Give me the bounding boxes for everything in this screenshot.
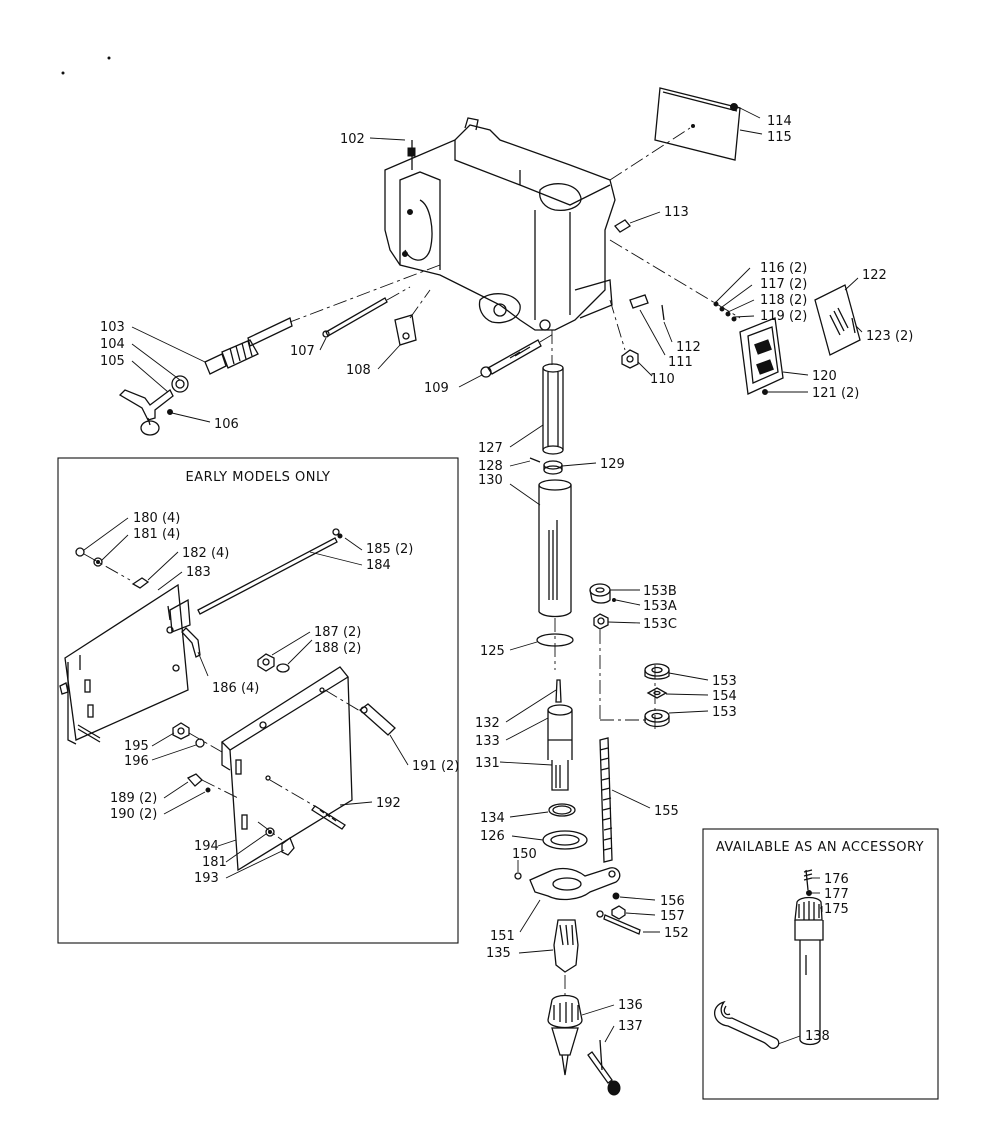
- callout-105: 105: [100, 354, 125, 369]
- callout-185: 185 (2): [366, 542, 413, 557]
- callout-154: 154: [712, 689, 737, 704]
- quill-assembly: 127 128 129 130 125 132 133 131 13: [475, 330, 625, 850]
- callout-177: 177: [824, 887, 849, 902]
- callout-182: 182 (4): [182, 546, 229, 561]
- stray-mark: [61, 71, 65, 75]
- callout-153c: 153C: [643, 617, 677, 632]
- callout-151: 151: [490, 929, 515, 944]
- switch-assembly: 116 (2) 117 (2) 118 (2) 119 (2) 120 121 …: [609, 239, 913, 401]
- early-models-title: EARLY MODELS ONLY: [186, 470, 331, 485]
- stray-mark: [107, 56, 111, 60]
- depth-stop-assembly: 153B 153A 153C 153 154 153 155: [589, 583, 737, 863]
- callout-156: 156: [660, 894, 685, 909]
- part-115-plate: 114 115: [609, 87, 792, 181]
- callout-106: 106: [214, 417, 239, 432]
- callout-137: 137: [618, 1019, 643, 1034]
- callout-191: 191 (2): [412, 759, 459, 774]
- callout-108: 108: [346, 363, 371, 378]
- callout-132: 132: [475, 716, 500, 731]
- callout-117: 117 (2): [760, 277, 807, 292]
- callout-176: 176: [824, 872, 849, 887]
- depth-collar-assembly: 150 152 156 157 151: [490, 847, 689, 944]
- callout-125: 125: [480, 644, 505, 659]
- callout-135: 135: [486, 946, 511, 961]
- callout-189: 189 (2): [110, 791, 157, 806]
- callout-122: 122: [862, 268, 887, 283]
- callout-115: 115: [767, 130, 792, 145]
- callout-111: 111: [668, 355, 693, 370]
- callout-186: 186 (4): [212, 681, 259, 696]
- callout-195: 195: [124, 739, 149, 754]
- callout-152: 152: [664, 926, 689, 941]
- callout-102: 102: [340, 132, 365, 147]
- callout-118: 118 (2): [760, 293, 807, 308]
- callout-187: 187 (2): [314, 625, 361, 640]
- callout-157: 157: [660, 909, 685, 924]
- callout-131: 131: [475, 756, 500, 771]
- callout-155: 155: [654, 804, 679, 819]
- callout-134: 134: [480, 811, 505, 826]
- callout-193: 193: [194, 871, 219, 886]
- callout-127: 127: [478, 441, 503, 456]
- callout-128: 128: [478, 459, 503, 474]
- callout-136: 136: [618, 998, 643, 1013]
- callout-129: 129: [600, 457, 625, 472]
- callout-194: 194: [194, 839, 219, 854]
- callout-150: 150: [512, 847, 537, 862]
- callout-196: 196: [124, 754, 149, 769]
- callout-188: 188 (2): [314, 641, 361, 656]
- callout-112: 112: [676, 340, 701, 355]
- callout-114: 114: [767, 114, 792, 129]
- callout-181a: 181 (4): [133, 527, 180, 542]
- callout-183: 183: [186, 565, 211, 580]
- callout-153-top: 153: [712, 674, 737, 689]
- callout-192: 192: [376, 796, 401, 811]
- callout-130: 130: [478, 473, 503, 488]
- callout-119: 119 (2): [760, 309, 807, 324]
- accessory-inset: AVAILABLE AS AN ACCESSORY 176 177 175 13…: [702, 828, 939, 1100]
- callout-104: 104: [100, 337, 125, 352]
- early-models-inset: EARLY MODELS ONLY 180 (4) 181 (4) 182 (4…: [57, 457, 459, 944]
- callout-113: 113: [664, 205, 689, 220]
- callout-109: 109: [424, 381, 449, 396]
- callout-107: 107: [290, 344, 315, 359]
- callout-121: 121 (2): [812, 386, 859, 401]
- parts-107-108-109: 107 108 109: [290, 286, 556, 396]
- feed-shaft-assembly: 103 104 105 106: [100, 264, 441, 436]
- callout-190: 190 (2): [110, 807, 157, 822]
- callout-180: 180 (4): [133, 511, 180, 526]
- callout-133: 133: [475, 734, 500, 749]
- head-casting: [384, 117, 616, 331]
- callout-153-bot: 153: [712, 705, 737, 720]
- callout-153b: 153B: [643, 584, 677, 599]
- callout-110: 110: [650, 372, 675, 387]
- parts-110-111-112: 110 111 112: [609, 294, 701, 387]
- callout-120: 120: [812, 369, 837, 384]
- callout-103: 103: [100, 320, 125, 335]
- part-102-screw: 102: [340, 132, 416, 170]
- callout-153a: 153A: [643, 599, 677, 614]
- callout-138: 138: [805, 1029, 830, 1044]
- callout-181b: 181: [202, 855, 227, 870]
- callout-116: 116 (2): [760, 261, 807, 276]
- callout-175: 175: [824, 902, 849, 917]
- callout-184: 184: [366, 558, 391, 573]
- spindle-chuck-assembly: 135 136 137: [486, 919, 643, 1096]
- callout-126: 126: [480, 829, 505, 844]
- part-113: 113: [614, 205, 689, 233]
- callout-123: 123 (2): [866, 329, 913, 344]
- accessory-title: AVAILABLE AS AN ACCESSORY: [716, 840, 924, 855]
